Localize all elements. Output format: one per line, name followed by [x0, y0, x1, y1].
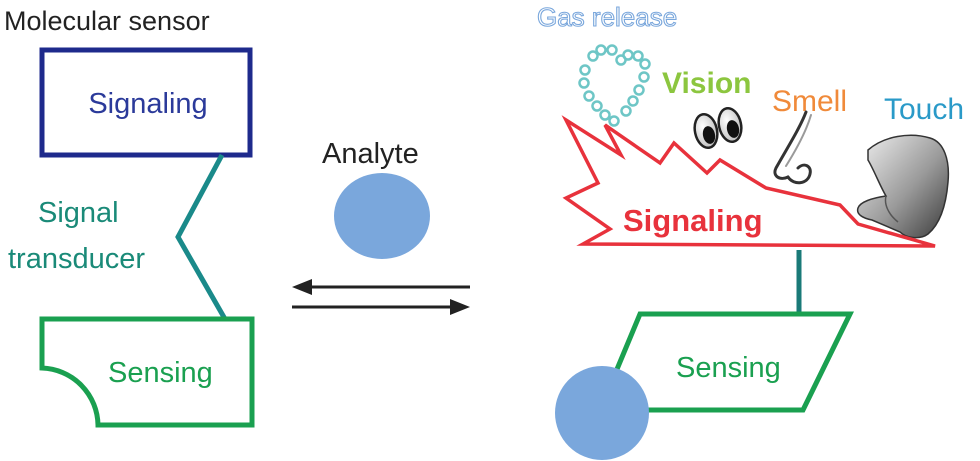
sensing-bound-label: Sensing: [676, 352, 781, 384]
bound-analyte-molecule: [555, 366, 649, 460]
signal-transducer-label-line1: Signal: [38, 197, 119, 229]
vision-label: Vision: [662, 67, 751, 100]
gas-bubbles-icon: [578, 44, 651, 127]
equilibrium-arrows-icon: [292, 279, 470, 315]
signaling-burst-shape: [561, 115, 936, 248]
sensing-label: Sensing: [108, 357, 213, 389]
molecular-sensor-title: Molecular sensor: [4, 6, 210, 36]
touch-label: Touch: [884, 93, 964, 126]
signaling-box: [39, 47, 253, 158]
signal-transducer-label-line2: transducer: [8, 243, 145, 275]
signal-transducer-link: [175, 153, 228, 321]
analyte-label: Analyte: [322, 138, 419, 170]
gas-release-label: Gas release: [537, 2, 677, 32]
nose-icon: [773, 110, 812, 185]
pointing-hand-icon: [856, 134, 950, 239]
signaling-red-label: Signaling: [623, 203, 763, 238]
eyes-icon: [693, 106, 743, 150]
analyte-molecule: [334, 173, 430, 259]
smell-label: Smell: [772, 85, 847, 118]
sensing-box: [39, 316, 255, 428]
signaling-label: Signaling: [88, 88, 207, 120]
